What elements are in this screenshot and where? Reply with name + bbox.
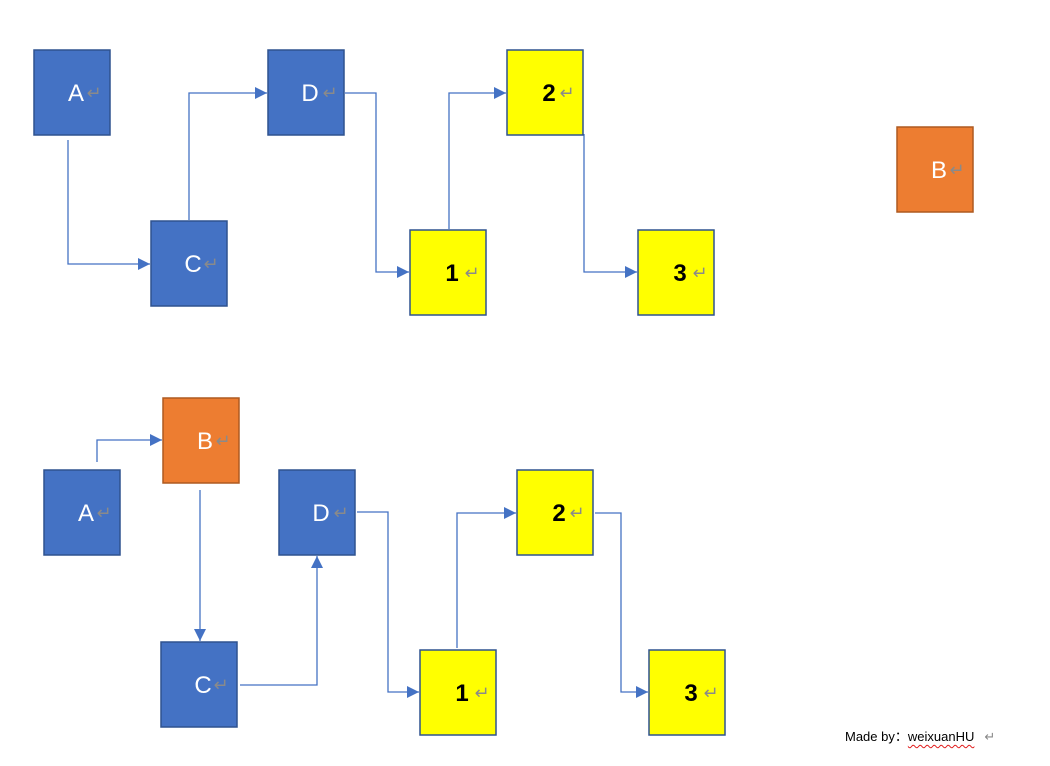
credit-note: Made by：weixuanHU ↵ [845,726,995,745]
node-label: D [301,80,318,107]
paragraph-mark: ↵ [203,254,218,275]
node-1-1: 1↵ [409,229,487,316]
node-label: C [194,672,211,699]
node-label: D [312,500,329,527]
connector-1-A-to-C [67,140,150,270]
connector-2-D-to-1 [357,511,419,698]
node-box [506,49,584,136]
node-box [516,469,594,556]
connector-1-D-to-1 [345,92,409,278]
node-2-C: C↵ [160,641,238,728]
connector-1-1-to-2 [448,87,506,229]
connector-2-2-to-3 [595,512,648,698]
node-1-B: B↵ [896,126,974,213]
credit-prefix: Made by： [845,729,908,744]
connector-1-C-to-D [188,87,267,220]
credit-author: weixuanHU [907,729,975,744]
node-box [278,469,356,556]
connector-2-A-to-B [96,434,162,462]
node-2-1: 1↵ [419,649,497,736]
paragraph-mark: ↵ [703,683,718,704]
node-box [409,229,487,316]
paragraph-mark: ↵ [213,675,228,696]
paragraph-mark: ↵ [333,503,348,524]
paragraph-mark: ↵ [949,160,964,181]
connector-2-1-to-2 [456,507,516,648]
node-1-3: 3↵ [637,229,715,316]
paragraph-mark: ↵ [569,503,584,524]
node-box [419,649,497,736]
node-label: 2 [552,500,565,527]
node-1-A: A↵ [33,49,111,136]
paragraph-mark: ↵ [692,263,707,284]
paragraph-mark: ↵ [474,683,489,704]
node-1-2: 2↵ [506,49,584,136]
node-2-A: A↵ [43,469,121,556]
paragraph-mark: ↵ [559,83,574,104]
node-box [150,220,228,307]
node-label: A [68,80,84,107]
node-2-2: 2↵ [516,469,594,556]
node-box [267,49,345,136]
node-label: 2 [542,80,555,107]
node-1-C: C↵ [150,220,228,307]
node-box [162,397,240,484]
node-1-D: D↵ [267,49,345,136]
node-label: B [931,157,947,184]
node-2-B: B↵ [162,397,240,484]
node-box [160,641,238,728]
node-label: 3 [684,680,697,707]
paragraph-mark: ↵ [215,431,230,452]
node-label: B [197,428,213,455]
node-box [648,649,726,736]
connector-2-C-to-D [240,556,323,686]
node-box [43,469,121,556]
paragraph-mark: ↵ [464,263,479,284]
node-2-D: D↵ [278,469,356,556]
node-box [896,126,974,213]
node-box [637,229,715,316]
paragraph-mark: ↵ [322,83,337,104]
node-label: 1 [445,260,458,287]
paragraph-mark: ↵ [86,83,101,104]
node-label: 1 [455,680,468,707]
node-2-3: 3↵ [648,649,726,736]
connector-1-2-to-3 [583,134,637,278]
node-label: A [78,500,94,527]
node-label: C [184,251,201,278]
credit-return-mark: ↵ [984,730,996,745]
node-box [33,49,111,136]
node-label: 3 [673,260,686,287]
paragraph-mark: ↵ [96,503,111,524]
